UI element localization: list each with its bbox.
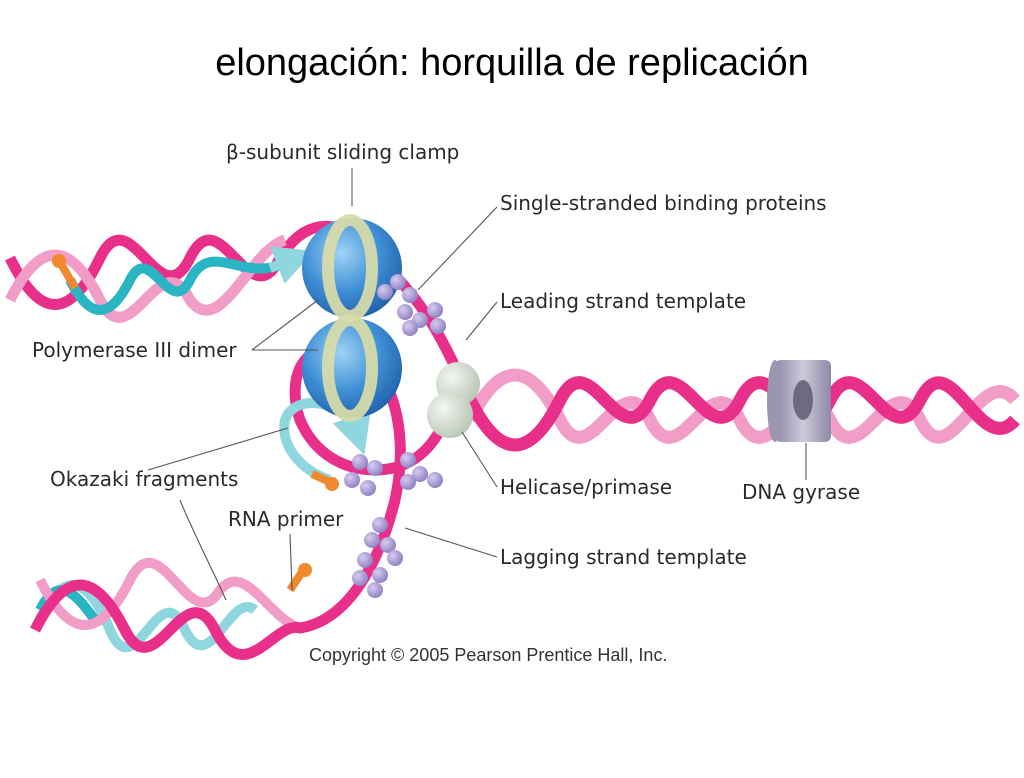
label-ssb: Single-stranded binding proteins [500,191,827,215]
parental-dna-helix [464,368,1020,452]
okazaki-fragment [279,397,371,491]
helicase-primase [427,362,480,438]
label-leading-template: Leading strand template [500,289,746,313]
slide-title: elongación: horquilla de replicación [215,42,809,84]
label-okazaki: Okazaki fragments [50,467,238,491]
leading-new-strand [65,256,282,315]
polymerase-bottom [302,318,402,418]
parental-strand-light [464,368,1020,444]
copyright-notice: Copyright © 2005 Pearson Prentice Hall, … [309,645,668,665]
single-stranded-binding-proteins [344,274,446,598]
leading-primer-cap [52,254,66,268]
polymerase-top [302,218,402,318]
lagging-parental-light [35,557,302,633]
leader-lines [147,168,807,601]
dna-gyrase [767,360,831,442]
label-lagging-template: Lagging strand template [500,545,747,569]
parental-strand-dark [464,376,1020,452]
label-polymerase: Polymerase III dimer [32,338,237,362]
beta-sliding-clamp [322,214,378,422]
label-beta-clamp: β-subunit sliding clamp [226,140,459,164]
leading-strand-arrow [268,246,315,284]
label-rna-primer: RNA primer [228,507,344,531]
label-gyrase: DNA gyrase [742,480,860,504]
lagging-primer-cap [298,563,312,577]
label-helicase: Helicase/primase [500,475,672,499]
lagging-strand-helix [30,343,471,660]
